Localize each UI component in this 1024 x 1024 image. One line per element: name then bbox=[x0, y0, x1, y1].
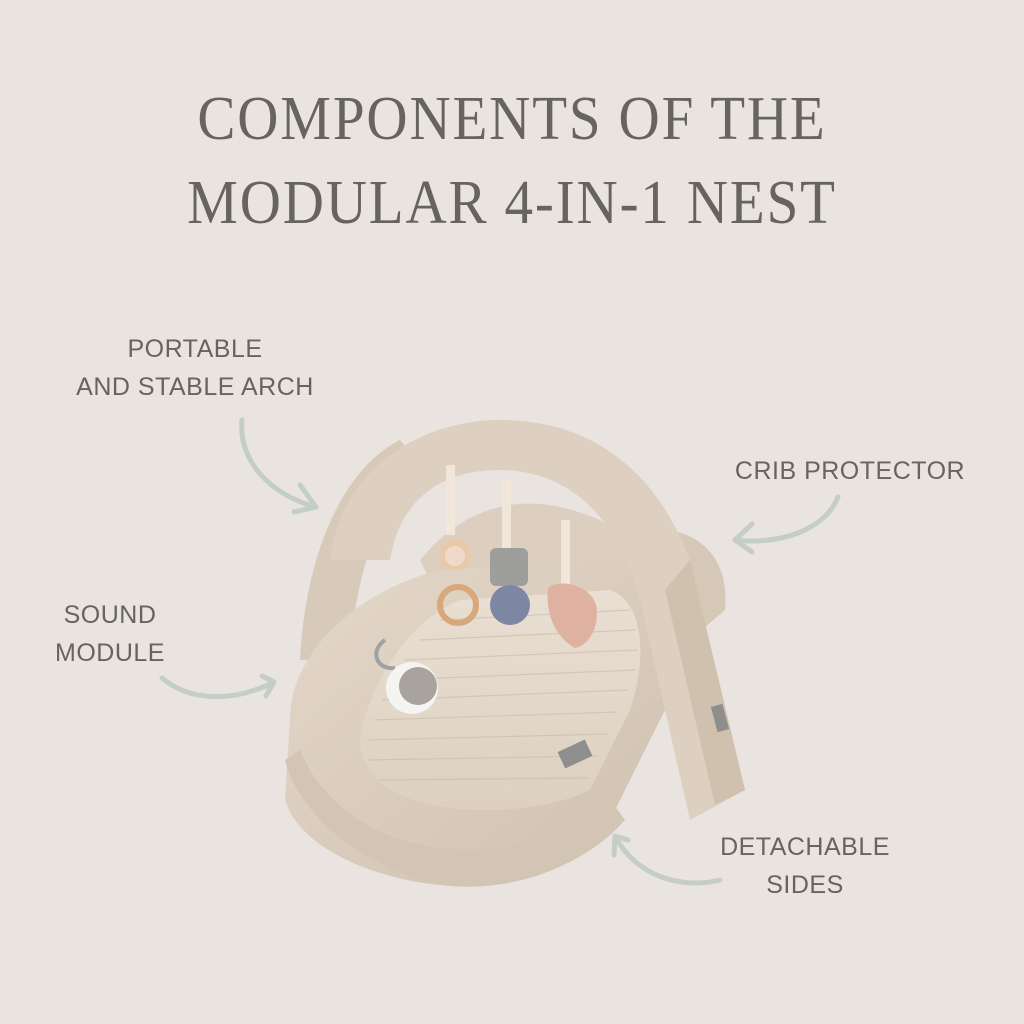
label-arch-line-1: PORTABLE bbox=[127, 335, 263, 363]
label-crib-protector: CRIB PROTECTOR bbox=[715, 452, 985, 490]
page-title-line-2: MODULAR 4-IN-1 NEST bbox=[187, 169, 837, 237]
label-detachable-sides-line-1: DETACHABLE bbox=[720, 833, 890, 861]
label-sound-module-line-2: MODULE bbox=[55, 639, 165, 667]
label-detachable-sides-line-2: SIDES bbox=[766, 871, 844, 899]
label-detachable-sides: DETACHABLE SIDES bbox=[690, 828, 920, 904]
label-sound-module-line-1: SOUND bbox=[63, 601, 157, 629]
label-arch: PORTABLE AND STABLE ARCH bbox=[50, 330, 340, 406]
page-title-line-1: COMPONENTS OF THE bbox=[197, 85, 827, 153]
label-crib-protector-line-1: CRIB PROTECTOR bbox=[734, 457, 966, 485]
label-sound-module: SOUND MODULE bbox=[30, 596, 190, 672]
nest-product-image bbox=[285, 420, 745, 887]
label-arch-line-2: AND STABLE ARCH bbox=[76, 373, 314, 401]
